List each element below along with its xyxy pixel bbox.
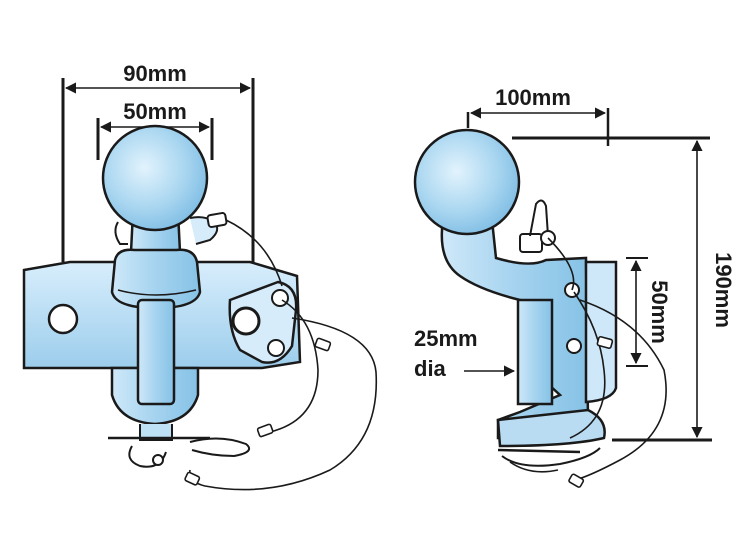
pin-spacing-label: 50mm	[647, 280, 672, 344]
side-plate	[584, 260, 618, 404]
offset-label: 100mm	[495, 85, 571, 110]
mounting-hole	[47, 303, 79, 335]
side-coupling-pin	[516, 298, 554, 406]
neck-clip-left	[114, 221, 128, 245]
outer-width-label: 90mm	[123, 61, 187, 86]
safety-cable-loop-b	[188, 317, 378, 491]
spring-clip	[189, 437, 250, 458]
side-cable-upper	[547, 237, 575, 291]
tow-ball	[101, 124, 209, 232]
bracket-ring-lower	[267, 339, 285, 357]
bracket-eye	[231, 306, 261, 336]
side-tow-ball	[413, 128, 521, 236]
side-cable-loop-a	[569, 291, 606, 439]
side-spring-clip	[501, 447, 601, 467]
side-cable-loop-b	[574, 299, 667, 481]
front-view: 90mm 50mm	[22, 61, 378, 491]
safety-cable-loop-a	[269, 299, 319, 433]
safety-cable-upper	[225, 219, 283, 287]
side-view: 100mm 25mm dia 190mm 50mm	[413, 85, 736, 488]
pin-tip	[139, 424, 173, 441]
pin-diameter-label-line2: dia	[414, 356, 447, 381]
side-clip-top	[529, 199, 549, 237]
pin-diameter-label-line1: 25mm	[414, 326, 478, 351]
height-label: 190mm	[711, 252, 736, 328]
ball-width-label: 50mm	[123, 99, 187, 124]
bracket-ring-upper	[271, 289, 289, 307]
coupling-pin	[136, 298, 176, 406]
